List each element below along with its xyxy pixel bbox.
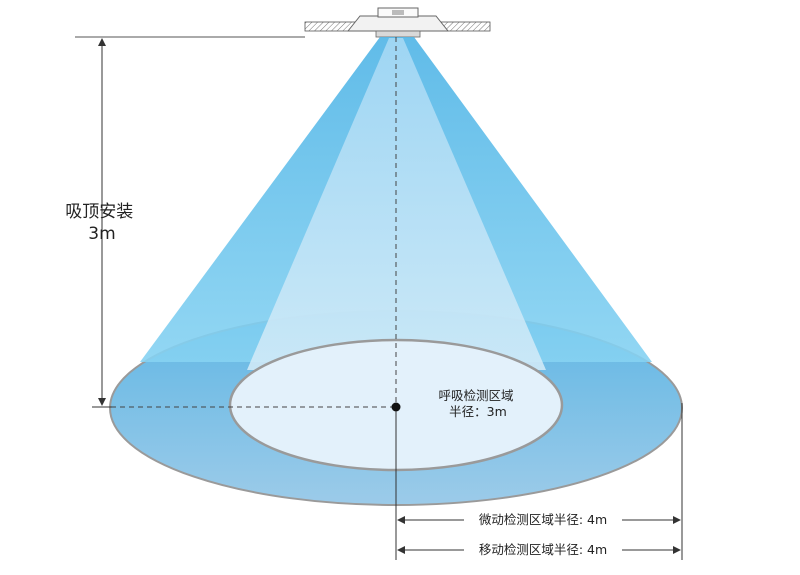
mount-label-line1: 吸顶安装 (65, 202, 133, 222)
height-dimension (92, 38, 112, 408)
motion-radius-label: 移动检测区域半径: 4m (479, 542, 607, 557)
sensor-device (346, 7, 450, 38)
micro-motion-radius-dimension: 微动检测区域半径: 4m (397, 512, 681, 527)
mount-label: 吸顶安装 3m (65, 202, 138, 244)
micro-motion-radius-label: 微动检测区域半径: 4m (479, 512, 607, 527)
mount-label-line2: 3m (88, 224, 115, 244)
center-point (391, 402, 401, 412)
motion-radius-dimension: 移动检测区域半径: 4m (397, 542, 681, 557)
breathing-zone-line1: 呼吸检测区域 (439, 388, 514, 403)
breathing-zone-line2: 半径：3m (449, 404, 507, 419)
breathing-zone-label: 呼吸检测区域 半径：3m (439, 388, 518, 419)
